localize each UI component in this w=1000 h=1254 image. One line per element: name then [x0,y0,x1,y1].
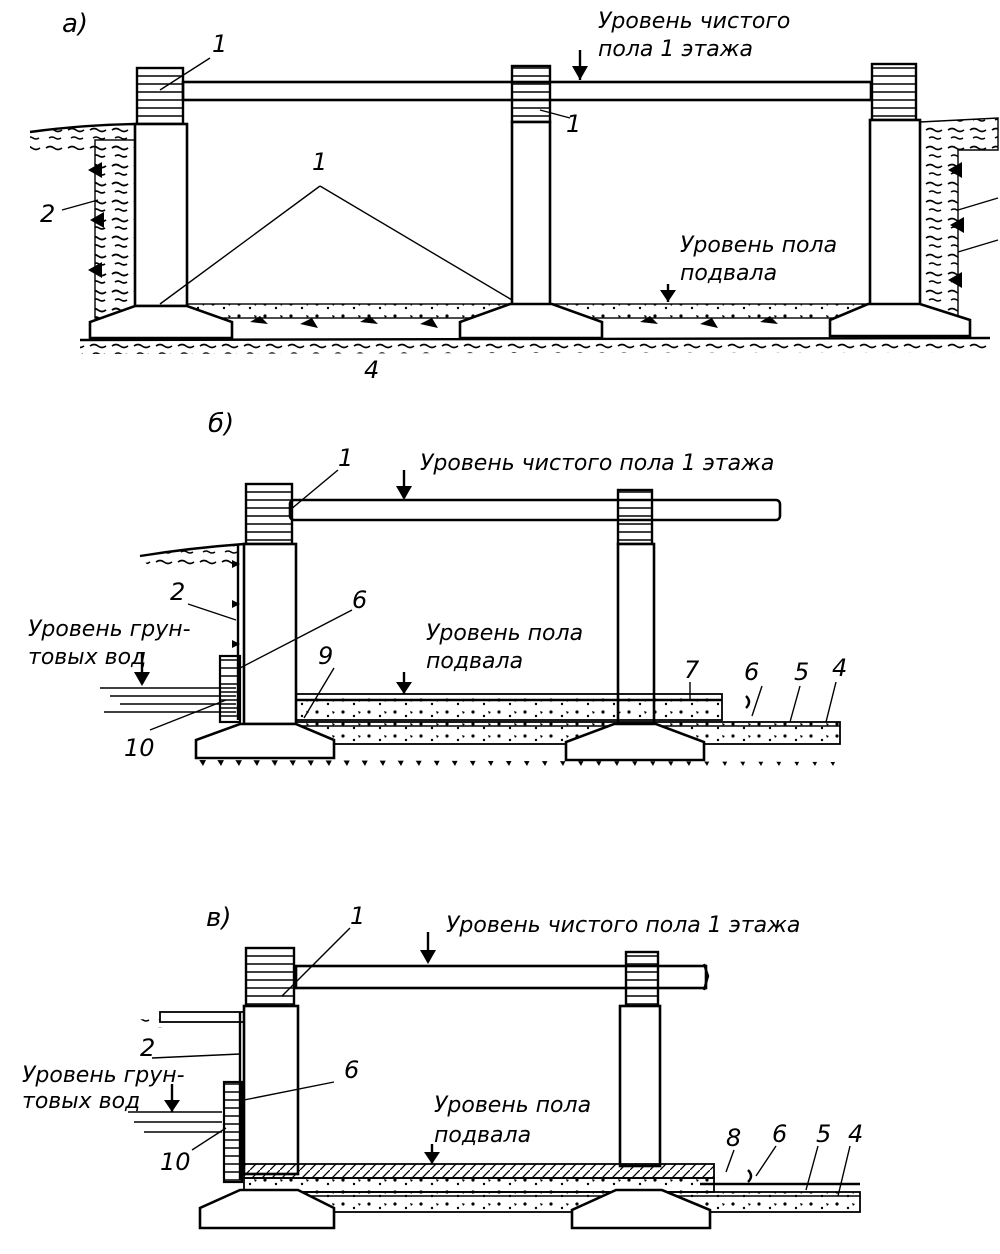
panel-a: а) Уровень чисто [29,9,999,384]
basement-wall-right-a [868,118,922,308]
callout-4-a: 4 [364,356,379,384]
callout-2-v: 2 [140,1034,155,1062]
brick-pillar-b [616,488,654,546]
basement-pillar-mid-a [510,120,552,308]
callout-6b-v: 6 [772,1120,787,1148]
callout-6b-b: 6 [744,658,759,686]
panel-b: б) У [28,409,847,772]
brick-wall-right-a [870,62,918,122]
footing-left-b [194,722,336,760]
footing-left-a [88,304,234,340]
panel-v: в) Уровень [22,902,863,1230]
brick-pillar-mid-a [510,64,552,124]
brick-pillar-v [624,950,660,1008]
basement-level-label-v-line2: подвала [434,1123,531,1148]
panel-v-letter: в) [206,903,231,933]
basement-level-label-a-line2: подвала [680,261,777,286]
callout-6a-b: 6 [352,586,367,614]
floor1-level-label-a-line1: Уровень чистого [598,9,790,34]
basement-wall-left-b [242,542,298,726]
callout-1-v: 1 [350,902,365,930]
floor1-level-label-a-line2: пола 1 этажа [598,37,753,62]
basement-wall-left-a [133,122,189,308]
callout-9-b: 9 [318,642,333,670]
floor1-level-label-v: Уровень чистого пола 1 этажа [446,913,800,938]
basement-floor-slab-v [243,1163,715,1179]
floor-beam-v [294,964,708,990]
callout-10-v: 10 [160,1148,191,1176]
callout-1c-a: 1 [566,110,581,138]
groundwater-label-b-line2: товых вод [28,645,146,670]
basement-floor-slab-b [295,693,723,721]
callout-8-v: 8 [726,1124,741,1152]
callout-7-b: 7 [684,656,700,684]
callout-1b-a: 1 [312,148,327,176]
basement-level-label-a-line1: Уровень пола [680,233,837,258]
panel-a-letter: а) [62,9,88,39]
soil-base-b [190,760,840,772]
callout-6a-v: 6 [344,1056,359,1084]
footing-mid-v [570,1188,712,1230]
floor1-level-label-b: Уровень чистого пола 1 этажа [420,451,774,476]
footing-mid-b [564,722,706,762]
brick-wall-left-b [244,482,294,546]
groundwater-label-b-line1: Уровень грун- [28,617,191,642]
callout-1-b: 1 [338,444,353,472]
brick-wall-left-v [244,946,296,1008]
soil-base-a [80,338,990,354]
callout-4-b: 4 [832,654,847,682]
protective-wall-b [218,654,242,724]
callout-10-b: 10 [124,734,155,762]
callout-1a-a: 1 [212,30,227,58]
footing-right-a [828,302,972,338]
callout-2-a: 2 [40,200,55,228]
protective-wall-v [222,1080,244,1184]
ground-right-a [919,117,999,319]
callout-2-b: 2 [170,578,185,606]
callout-5-b: 5 [794,658,809,686]
brick-wall-left-a [135,66,185,126]
footing-left-v [198,1188,336,1230]
floor-beam-b [288,498,782,522]
callout-4-v: 4 [848,1120,863,1148]
basement-level-label-v-line1: Уровень пола [434,1093,591,1118]
groundwater-label-v-line2: товых вод [22,1089,140,1114]
basement-pillar-v [618,1004,662,1168]
groundwater-label-v-line1: Уровень грун- [22,1063,185,1088]
basement-level-label-b-line2: подвала [426,649,523,674]
basement-wall-left-v [242,1004,300,1176]
panel-b-letter: б) [208,409,234,439]
ground-left-b [140,544,244,568]
waterproofing-left-a [88,162,104,278]
callout-5-v: 5 [816,1120,831,1148]
basement-level-label-b-line1: Уровень пола [426,621,583,646]
